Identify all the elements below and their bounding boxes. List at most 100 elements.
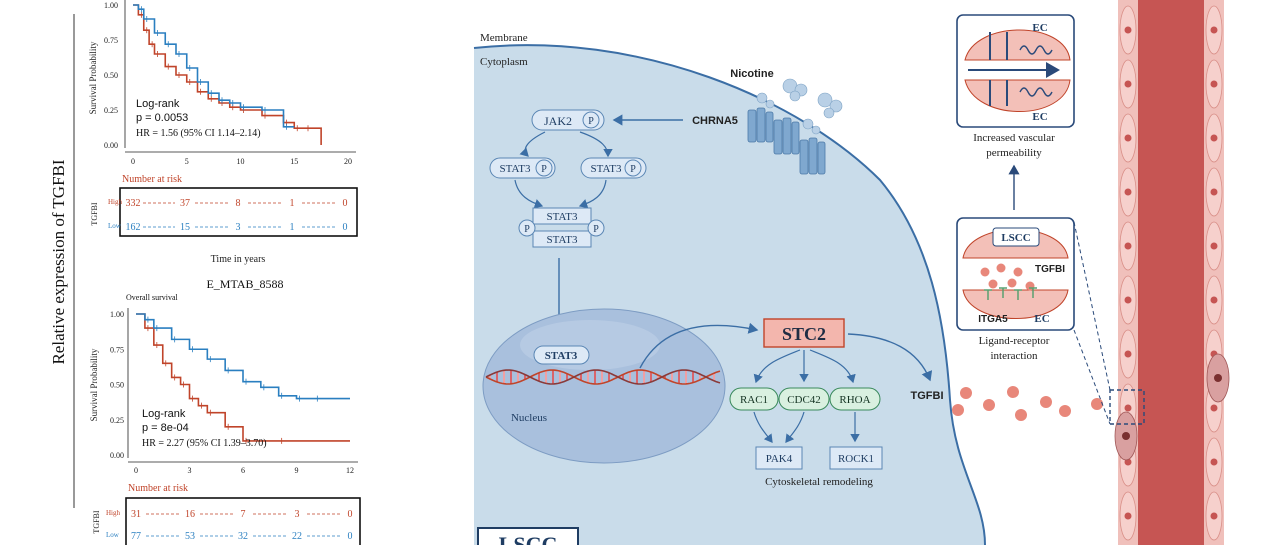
pak4-node — [755, 446, 803, 470]
ligand-receptor-inset: LSCC TGFBI ITGA5 EC Ligand-receptor inte… — [956, 217, 1075, 362]
vascular-permeability-inset: EC EC Increased vascular permeability — [956, 14, 1075, 159]
blood-vessel — [1073, 0, 1230, 545]
plot2-subtitle: Overall survival — [126, 293, 179, 302]
stat3-dimer-top — [532, 207, 592, 225]
risk-value: 0 — [343, 198, 348, 209]
jak2-label: JAK2 — [544, 114, 572, 128]
plot2-risk-group: TGFBI — [92, 510, 101, 533]
cdc42-label: CDC42 — [787, 394, 821, 406]
stat3-dimer-top-label: STAT3 — [547, 211, 578, 223]
plot2-risk-title: Number at risk — [128, 483, 188, 494]
x-tick-label: 0 — [134, 466, 138, 475]
ligand-label-line2: interaction — [990, 350, 1038, 362]
stat3-right-label: STAT3 — [591, 163, 622, 175]
x-tick-label: 0 — [131, 157, 135, 166]
risk-value: 8 — [236, 198, 241, 209]
stat3-dimer-p-left-icon — [518, 219, 536, 237]
stc2-label: STC2 — [782, 324, 826, 344]
rhoa-label: RHOA — [839, 394, 870, 406]
x-tick-label: 3 — [188, 466, 192, 475]
risk-value: 0 — [343, 222, 348, 233]
jak2-to-stat3-left-arrow — [519, 131, 546, 157]
tgfbi-label: TGFBI — [911, 390, 944, 402]
risk-value: 0 — [348, 509, 353, 520]
inset-lscc-label: LSCC — [1001, 232, 1030, 244]
zoom-line-bottom — [1073, 329, 1111, 425]
plot1-x-label: Time in years — [211, 254, 266, 265]
km-plot-2: E_MTAB_8588 Overall survival Survival Pr… — [89, 277, 361, 545]
risk-row-label: High — [108, 198, 123, 206]
ec-top-label: EC — [1032, 22, 1047, 34]
stc2-to-rac1-arrow — [753, 349, 801, 384]
risk-row-label: Low — [108, 222, 122, 230]
x-tick-label: 20 — [344, 157, 352, 166]
stat3-left-label: STAT3 — [500, 163, 531, 175]
plot1-hr: HR = 1.56 (95% CI 1.14–2.14) — [136, 128, 261, 139]
stat3-left-phospho-icon — [535, 159, 553, 177]
membrane-label: Membrane — [480, 32, 528, 44]
risk-row-label: Low — [106, 531, 120, 539]
plot2-title: E_MTAB_8588 — [206, 277, 283, 291]
x-tick-label: 10 — [237, 157, 245, 166]
stat3-dimer-bottom — [532, 230, 592, 248]
plot1-risk-group: TGFBI — [90, 202, 99, 225]
risk-value: 77 — [131, 531, 141, 542]
lscc-pathway-diagram: Membrane Cytoplasm Nicotine CHRNA5 JAK2 … — [473, 0, 1230, 545]
risk-value: 37 — [180, 198, 190, 209]
y-tick-label: 0.50 — [104, 71, 118, 80]
stat3-dimer-p-right-icon — [587, 219, 605, 237]
km-plot-1: Survival Probability 1.000.750.500.250.0… — [88, 0, 358, 265]
rac1-node — [729, 387, 779, 411]
risk-row-label: High — [106, 509, 121, 517]
stc2-to-rhoa-arrow — [809, 349, 856, 384]
chrna5-label: CHRNA5 — [692, 115, 738, 127]
plot2-pvalue: p = 8e-04 — [142, 422, 189, 434]
y-tick-label: 0.00 — [104, 141, 118, 150]
y-tick-label: 0.75 — [104, 36, 118, 45]
survival-curve-low — [133, 4, 295, 128]
plot1-risk-box — [119, 187, 358, 237]
y-tick-label: 1.00 — [104, 1, 118, 10]
tgfbi-secreted-dots — [952, 386, 1103, 421]
jak2-phospho-icon — [582, 111, 600, 129]
y-tick-label: 0.25 — [110, 416, 124, 425]
chrna5-receptor-icon — [747, 107, 826, 175]
y-tick-label: 0.75 — [110, 345, 124, 354]
cdc42-to-pak4-arrow — [785, 411, 805, 443]
stc2-node — [763, 318, 845, 348]
vessel-lumen — [1138, 0, 1204, 545]
risk-value: 1 — [290, 222, 295, 233]
nuclear-stat3-node — [533, 345, 590, 365]
stat3-left-to-dimer-arrow — [514, 179, 544, 209]
stat3-dimer-p-right: P — [593, 224, 599, 235]
relative-expression-label: Relative expression of TGFBI — [49, 159, 68, 364]
plot1-logrank: Log-rank — [136, 98, 180, 110]
inset-ec-label: EC — [1034, 313, 1049, 325]
plot1-risk-title: Number at risk — [122, 174, 182, 185]
ec-bottom-label: EC — [1032, 111, 1047, 123]
x-tick-label: 15 — [290, 157, 298, 166]
risk-value: 31 — [131, 509, 141, 520]
risk-value: 332 — [126, 198, 141, 209]
plot2-hr: HR = 2.27 (95% CI 1.39–3.70) — [142, 438, 267, 449]
stat3-dimer-p-left: P — [524, 224, 530, 235]
plot1-pvalue: p = 0.0053 — [136, 112, 188, 124]
stat3-left-p: P — [541, 164, 547, 175]
y-tick-label: 0.00 — [110, 451, 124, 460]
nicotine-label: Nicotine — [730, 68, 773, 80]
cell-membrane — [473, 44, 986, 545]
nucleus-to-stc2-arrow — [639, 322, 759, 369]
lscc-label: LSCC — [499, 532, 558, 545]
inset-itga5-label: ITGA5 — [978, 314, 1008, 325]
jak2-p-label: P — [588, 116, 594, 127]
plot2-y-label: Survival Probability — [89, 348, 99, 421]
y-tick-label: 0.25 — [104, 106, 118, 115]
jak2-to-stat3-right-arrow — [579, 131, 613, 158]
risk-value: 15 — [180, 222, 190, 233]
risk-value: 16 — [185, 509, 195, 520]
vascular-label-line2: permeability — [986, 147, 1042, 159]
y-tick-label: 1.00 — [110, 310, 124, 319]
rock1-node — [829, 446, 883, 470]
risk-value: 32 — [238, 531, 248, 542]
cdc42-node — [778, 387, 830, 411]
